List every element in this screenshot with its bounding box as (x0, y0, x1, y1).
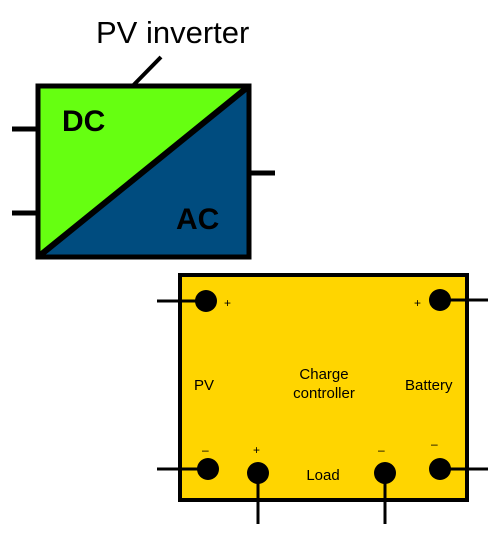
battery-plus-terminal (429, 289, 451, 311)
load-label: Load (306, 467, 339, 484)
battery-label: Battery (405, 377, 453, 394)
charge-controller: + + – + – – Charge controller PV Battery… (157, 273, 488, 524)
load-minus-sign: – (378, 443, 385, 457)
pv-minus-sign: – (202, 443, 209, 457)
inverter-dc-label: DC (62, 105, 105, 138)
pv-minus-terminal (197, 458, 219, 480)
pv-inverter: PV inverter DC AC (12, 15, 275, 260)
load-plus-terminal (247, 462, 269, 484)
inverter-divider (36, 83, 251, 260)
battery-minus-terminal (429, 458, 451, 480)
pv-plus-sign: + (224, 296, 231, 310)
controller-title-line2: controller (293, 385, 355, 402)
inverter-ac-label: AC (176, 203, 219, 236)
load-plus-sign: + (253, 443, 260, 457)
pv-plus-terminal (195, 290, 217, 312)
controller-body (178, 273, 469, 502)
controller-title-line1: Charge (299, 366, 348, 383)
battery-minus-sign: – (431, 437, 438, 451)
battery-plus-sign: + (414, 296, 421, 310)
pv-label: PV (194, 377, 214, 394)
inverter-title: PV inverter (96, 15, 249, 50)
load-minus-terminal (374, 462, 396, 484)
